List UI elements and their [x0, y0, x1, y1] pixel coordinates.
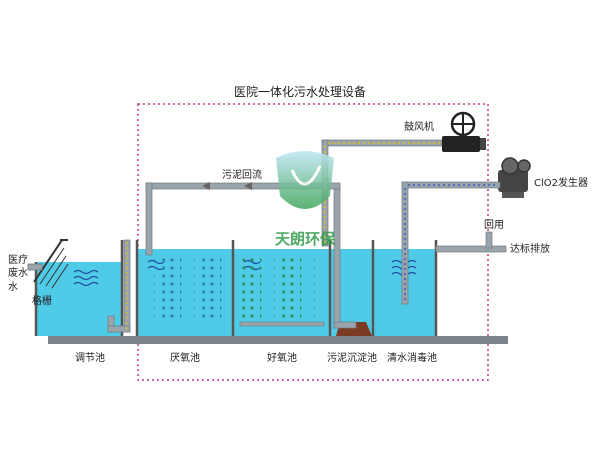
- clo2-generator-icon: [498, 157, 531, 198]
- shield-icon: [276, 151, 334, 209]
- ground-base: [48, 336, 508, 344]
- stage-label-sludge-settling: 污泥沉淀池: [327, 351, 377, 364]
- anaerobic-media: [150, 255, 225, 321]
- grille: [33, 239, 69, 289]
- lift-pipe: [107, 239, 131, 333]
- grille-label: 格栅: [32, 294, 52, 307]
- aeration-header: [239, 321, 325, 327]
- stage-label-aerobic: 好氧池: [267, 351, 297, 364]
- watermark-text: 天朗环保: [275, 230, 336, 248]
- stage-label-regulating: 调节池: [75, 351, 105, 364]
- diagram-title: 医院一体化污水处理设备: [234, 85, 366, 99]
- stage-label-anaerobic: 厌氧池: [170, 351, 200, 364]
- sludge-return-label: 污泥回流: [222, 168, 262, 181]
- stage-label-disinfection: 清水消毒池: [387, 351, 437, 364]
- clo2-dosing-pipe: [401, 181, 501, 305]
- outlet-pipe: [435, 231, 507, 253]
- inlet-pipe: [27, 263, 43, 271]
- clo2-generator-label: ClO2发生器: [534, 176, 588, 189]
- blower-icon: [442, 111, 486, 152]
- inlet-label-line2: 废水: [8, 266, 28, 279]
- equipment-frame: [137, 103, 489, 381]
- reuse-label: 回用: [484, 219, 504, 231]
- tank-walls: [34, 240, 438, 336]
- inlet-label-line1: 医疗: [8, 253, 28, 266]
- blower-label: 鼓风机: [404, 120, 434, 133]
- inlet-label-line3: 水: [8, 281, 18, 293]
- aerobic-media: [240, 255, 315, 321]
- watermark-logo: 天朗环保: [275, 151, 336, 248]
- discharge-label: 达标排放: [510, 242, 550, 255]
- sludge-return-pipe: [145, 182, 357, 329]
